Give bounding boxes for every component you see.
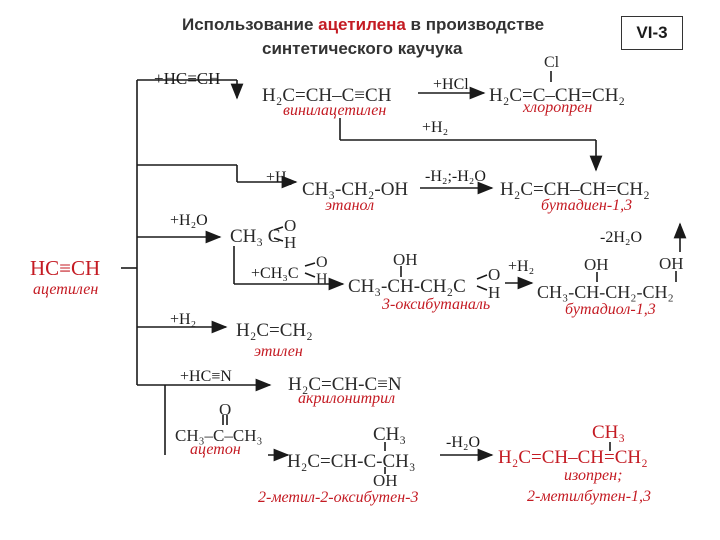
reagent-acetylene-add: +HC≡CH	[154, 69, 221, 88]
oxybutanal-o-bond	[476, 274, 488, 280]
chloroprene-formula: H₂C=C–CH=CH₂	[489, 85, 626, 106]
title-highlight: ацетилена	[318, 15, 406, 34]
plus-ch3cho-h-bond	[304, 272, 316, 278]
acetylene-formula: HC≡CH	[30, 256, 101, 280]
acetone-formula: CH₃–C–CH₃	[175, 426, 263, 445]
reagent-dehydration: -H₂;-H₂O	[425, 168, 486, 185]
reagent-hcn: +HC≡N	[180, 368, 232, 385]
isoprene-ch3: CH₃	[592, 422, 626, 443]
acetaldehyde-formula: CH₃ C	[230, 226, 281, 247]
methylbutenol-formula: H₂C=CH-C-CH₃	[287, 451, 416, 472]
reagent-h2-ethylene: +H₂	[170, 311, 197, 328]
reagent-h2-oxy: +H₂	[508, 258, 535, 275]
acetaldehyde-h-bond	[273, 237, 284, 242]
methylbutenol-oh: OH	[373, 471, 398, 490]
oxybutanal-name: 3-оксибутаналь	[382, 296, 491, 313]
title-part-3: в производстве	[405, 15, 545, 34]
methylbutenol-ch3: CH₃	[373, 424, 407, 445]
isoprene-name-1: изопрен;	[564, 467, 623, 484]
chloroprene-name: хлоропрен	[523, 99, 593, 116]
acetone-o: O	[219, 400, 232, 419]
acetaldehyde-o-bond	[273, 226, 284, 231]
ethanol-formula: CH₃-CH₂-OH	[302, 179, 409, 200]
acetaldehyde-h: H	[284, 233, 297, 252]
butadiol-formula: CH₃-CH-CH₂-CH₂	[537, 282, 674, 302]
ethylene-formula: H₂C=CH₂	[236, 320, 313, 341]
isoprene-name-2: 2-метилбутен-1,3	[527, 488, 652, 505]
oxybutanal-oh: OH	[393, 250, 418, 269]
plus-acetaldehyde-h: H	[316, 271, 328, 288]
oxybutanal-h-bond	[476, 285, 488, 291]
acetaldehyde-o: O	[284, 216, 297, 235]
reagent-minus-2h2o: -2H₂O	[600, 229, 643, 246]
chloroprene-cl: Cl	[544, 54, 560, 71]
slide-code-box: VI-3	[621, 16, 683, 50]
oxybutanal-o: O	[488, 265, 501, 284]
title-part-1: Использование	[182, 15, 319, 34]
vinylacetylene-formula: H₂C=CH–C≡CH	[262, 85, 392, 106]
plus-acetaldehyde-o: O	[316, 254, 328, 271]
acetylene-name: ацетилен	[33, 281, 99, 298]
vinylacetylene-name: винилацетилен	[283, 102, 387, 119]
reagent-h2-ethanol: +H₂	[266, 169, 293, 186]
acetone-name: ацетон	[190, 441, 241, 458]
butadiol-oh-2: OH	[659, 254, 684, 273]
oxybutanal-formula: CH₃-CH-CH₂C	[348, 276, 466, 297]
ethylene-name: этилен	[254, 343, 303, 360]
methylbutenol-name: 2-метил-2-оксибутен-3	[258, 489, 419, 506]
acrylonitrile-formula: H₂C=CH-C≡N	[288, 374, 402, 395]
plus-ch3cho-o-bond	[304, 262, 316, 267]
butadiene-formula: H₂C=CH–CH=CH₂	[500, 179, 650, 200]
reagent-minus-h2o: -H₂O	[446, 434, 481, 451]
title-line-1: Использование ацетилена в производстве	[182, 16, 544, 33]
reagent-plus-acetaldehyde: +CH₃C	[251, 265, 299, 282]
butadiol-name: бутадиол-1,3	[565, 301, 656, 318]
acrylonitrile-name: акрилонитрил	[298, 390, 396, 407]
oxybutanal-h: H	[488, 283, 501, 302]
reagent-h2o: +H₂O	[170, 212, 208, 229]
ethanol-name: этанол	[325, 197, 375, 214]
reagent-h2-vinyl: +H₂	[422, 119, 449, 136]
butadiene-name: бутадиен-1,3	[541, 197, 633, 214]
butadiol-oh-1: OH	[584, 255, 609, 274]
reagent-hcl: +HCl	[433, 76, 469, 93]
title-line-2: синтетического каучука	[262, 39, 463, 58]
isoprene-formula: H₂C=CH–CH=CH₂	[498, 447, 648, 468]
